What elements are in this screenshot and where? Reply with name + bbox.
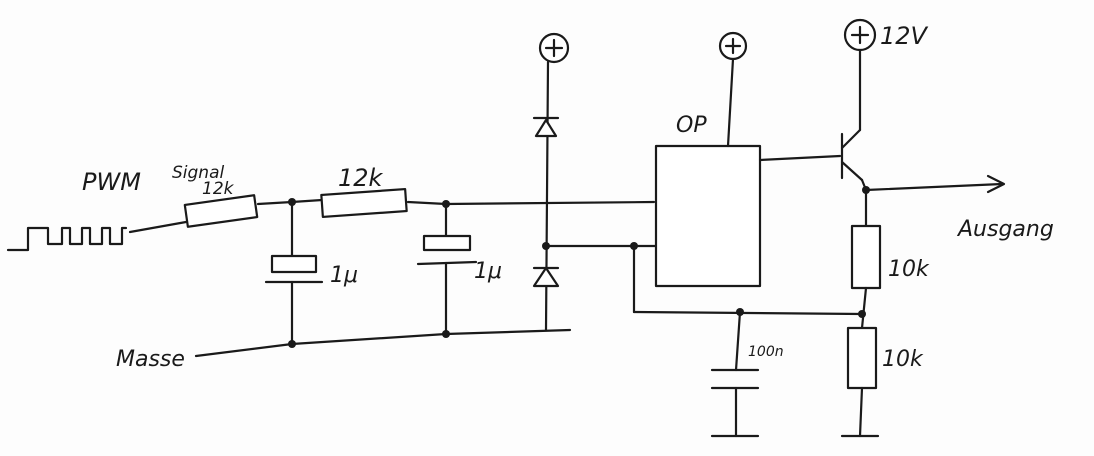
wire-node2-to-opamp (444, 200, 656, 206)
junction-node2-top (442, 200, 450, 208)
label-pwm: PWM (82, 168, 141, 196)
junction-c3 (736, 308, 744, 316)
resistor-divider-top (850, 224, 882, 290)
wire-node1-to-r2 (290, 198, 324, 204)
label-r-divider-bottom: 10k (882, 347, 924, 372)
wire-output (864, 182, 1004, 192)
wire-c3-top (734, 310, 742, 372)
wire-r3-bottom (860, 286, 868, 330)
junction-output (862, 186, 870, 194)
junction-node2-ground (442, 330, 450, 338)
label-c2: 1μ (474, 259, 502, 284)
diode-lower (532, 266, 560, 288)
capacitor-1-body (270, 254, 318, 274)
wire-input (128, 220, 188, 234)
label-ground: Masse (116, 347, 185, 372)
label-signal: Signal (172, 163, 224, 183)
label-c1: 1μ (330, 263, 358, 288)
resistor-input (183, 194, 259, 228)
junction-diodes (542, 242, 550, 250)
wire-diode-rail (544, 60, 550, 332)
ground-rail (194, 328, 572, 358)
wire-feedback-horizontal (632, 310, 864, 316)
wire-opamp-to-transistor (758, 154, 842, 162)
junction-node1-top (288, 198, 296, 206)
label-r-divider-top: 10k (888, 257, 930, 282)
label-r-filter: 12k (338, 164, 384, 192)
pwm-waveform (6, 226, 128, 252)
resistor-filter (320, 187, 408, 219)
wire-r1-to-node1 (256, 200, 294, 206)
label-opamp: OP (676, 113, 707, 138)
output-arrowhead (986, 174, 1006, 194)
label-output: Ausgang (956, 217, 1054, 242)
transistor-emitter (840, 160, 864, 182)
wire-r4-bottom (858, 386, 864, 438)
label-r-input: 12k (202, 179, 235, 199)
transistor-collector (840, 128, 862, 150)
diode-upper (534, 118, 558, 138)
junction-node1-ground (288, 340, 296, 348)
junction-divider (858, 310, 866, 318)
capacitor-2-body (422, 234, 472, 252)
junction-feedback (630, 242, 638, 250)
wire-opamp-supply (726, 57, 735, 148)
label-c-output: 100n (748, 344, 784, 360)
wire-r2-to-node2 (406, 200, 448, 206)
opamp-block (654, 144, 762, 288)
label-supply-voltage: 12V (880, 22, 929, 50)
resistor-divider-bottom (846, 326, 878, 390)
